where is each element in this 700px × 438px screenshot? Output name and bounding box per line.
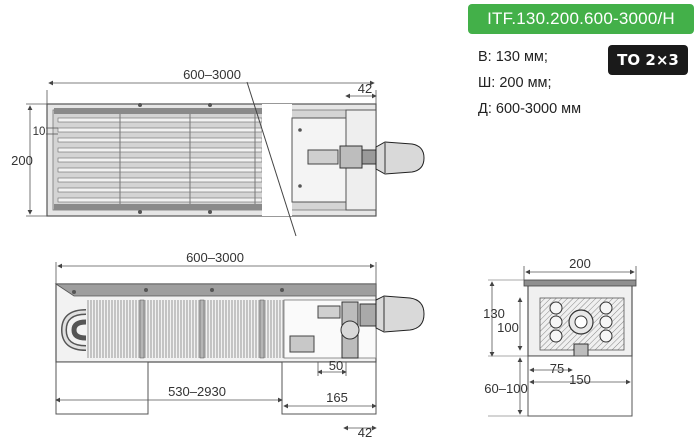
section-view-leg bbox=[527, 355, 633, 417]
section-view-height-label: 130 bbox=[483, 306, 505, 321]
top-view-fin bbox=[57, 117, 263, 123]
heat-exchanger-type-badge: ТО 2×3 bbox=[608, 45, 688, 75]
top-view-offset-label: 42 bbox=[358, 81, 372, 96]
model-code: ITF.130.200.600-3000/H bbox=[487, 9, 675, 28]
top-view-valve-nut bbox=[361, 149, 377, 165]
section-view-legs-label: 60–100 bbox=[484, 381, 527, 396]
side-view-tube-length-label: 530–2930 bbox=[168, 384, 226, 399]
section-view-tube bbox=[599, 329, 613, 343]
side-view-leg-left bbox=[55, 361, 149, 415]
section-view-axis-right-label: 150 bbox=[569, 372, 591, 387]
top-view-fin bbox=[57, 197, 263, 203]
type-badge-label: ТО 2×3 bbox=[617, 51, 679, 69]
side-view-top-fitting bbox=[317, 305, 341, 319]
top-view-fin bbox=[57, 177, 263, 183]
top-view-cut-area bbox=[262, 104, 292, 216]
side-view-length-label: 600–3000 bbox=[186, 250, 244, 265]
top-view: 600–3000 42 200 10 bbox=[11, 67, 425, 237]
section-view: 200 130 100 75 150 60–100 bbox=[483, 256, 637, 417]
side-view-outlet-label: 165 bbox=[326, 390, 348, 405]
top-view-fins bbox=[57, 112, 263, 208]
top-view-fin bbox=[57, 137, 263, 143]
side-view-bottom-valve bbox=[289, 335, 315, 353]
model-badge: ITF.130.200.600-3000/H bbox=[468, 4, 694, 34]
section-view-tube bbox=[599, 315, 613, 329]
side-view-offset-label: 42 bbox=[358, 425, 372, 438]
section-view-axis-left-label: 75 bbox=[550, 361, 564, 376]
section-view-tube bbox=[549, 329, 563, 343]
side-view-spacer bbox=[199, 299, 205, 359]
section-view-tube bbox=[549, 301, 563, 315]
top-view-fin bbox=[57, 147, 263, 153]
spec-width: Ш: 200 мм; bbox=[478, 75, 552, 91]
section-view-tubes bbox=[549, 301, 613, 343]
section-view-width-label: 200 bbox=[569, 256, 591, 271]
top-view-fin bbox=[57, 127, 263, 133]
specs-list: В: 130 мм; Ш: 200 мм; Д: 600-3000 мм bbox=[478, 44, 598, 122]
top-view-pitch-label: 10 bbox=[33, 126, 46, 138]
top-view-fin bbox=[57, 157, 263, 163]
side-view-thermo-head bbox=[375, 295, 425, 333]
top-view-frame-top bbox=[54, 108, 264, 114]
side-view-valve-nut bbox=[359, 303, 377, 327]
top-view-length-label: 600–3000 bbox=[183, 67, 241, 82]
side-view-top-frame bbox=[54, 283, 377, 297]
side-view: 600–3000 50 530–2930 165 42 bbox=[54, 250, 425, 438]
side-view-fins bbox=[87, 299, 284, 359]
section-view-tube bbox=[549, 315, 563, 329]
top-view-cut-line bbox=[246, 81, 297, 237]
side-view-u-bend-inner bbox=[71, 319, 87, 341]
top-view-fin bbox=[57, 187, 263, 193]
top-view-thermo-head bbox=[375, 141, 425, 175]
side-view-spacer bbox=[259, 299, 265, 359]
section-view-tube bbox=[599, 301, 613, 315]
side-view-spacer bbox=[139, 299, 145, 359]
top-view-width-label: 200 bbox=[11, 153, 33, 168]
top-view-valve-body bbox=[339, 145, 363, 169]
top-view-fin bbox=[57, 167, 263, 173]
top-view-pipe bbox=[307, 149, 339, 165]
spec-length: Д: 600-3000 мм bbox=[478, 101, 582, 117]
top-view-frame-bottom bbox=[54, 204, 264, 210]
side-view-connection-label: 50 bbox=[329, 358, 343, 373]
section-view-inner-height-label: 100 bbox=[497, 320, 519, 335]
section-view-grille bbox=[523, 279, 637, 287]
spec-height: В: 130 мм; bbox=[478, 49, 548, 65]
